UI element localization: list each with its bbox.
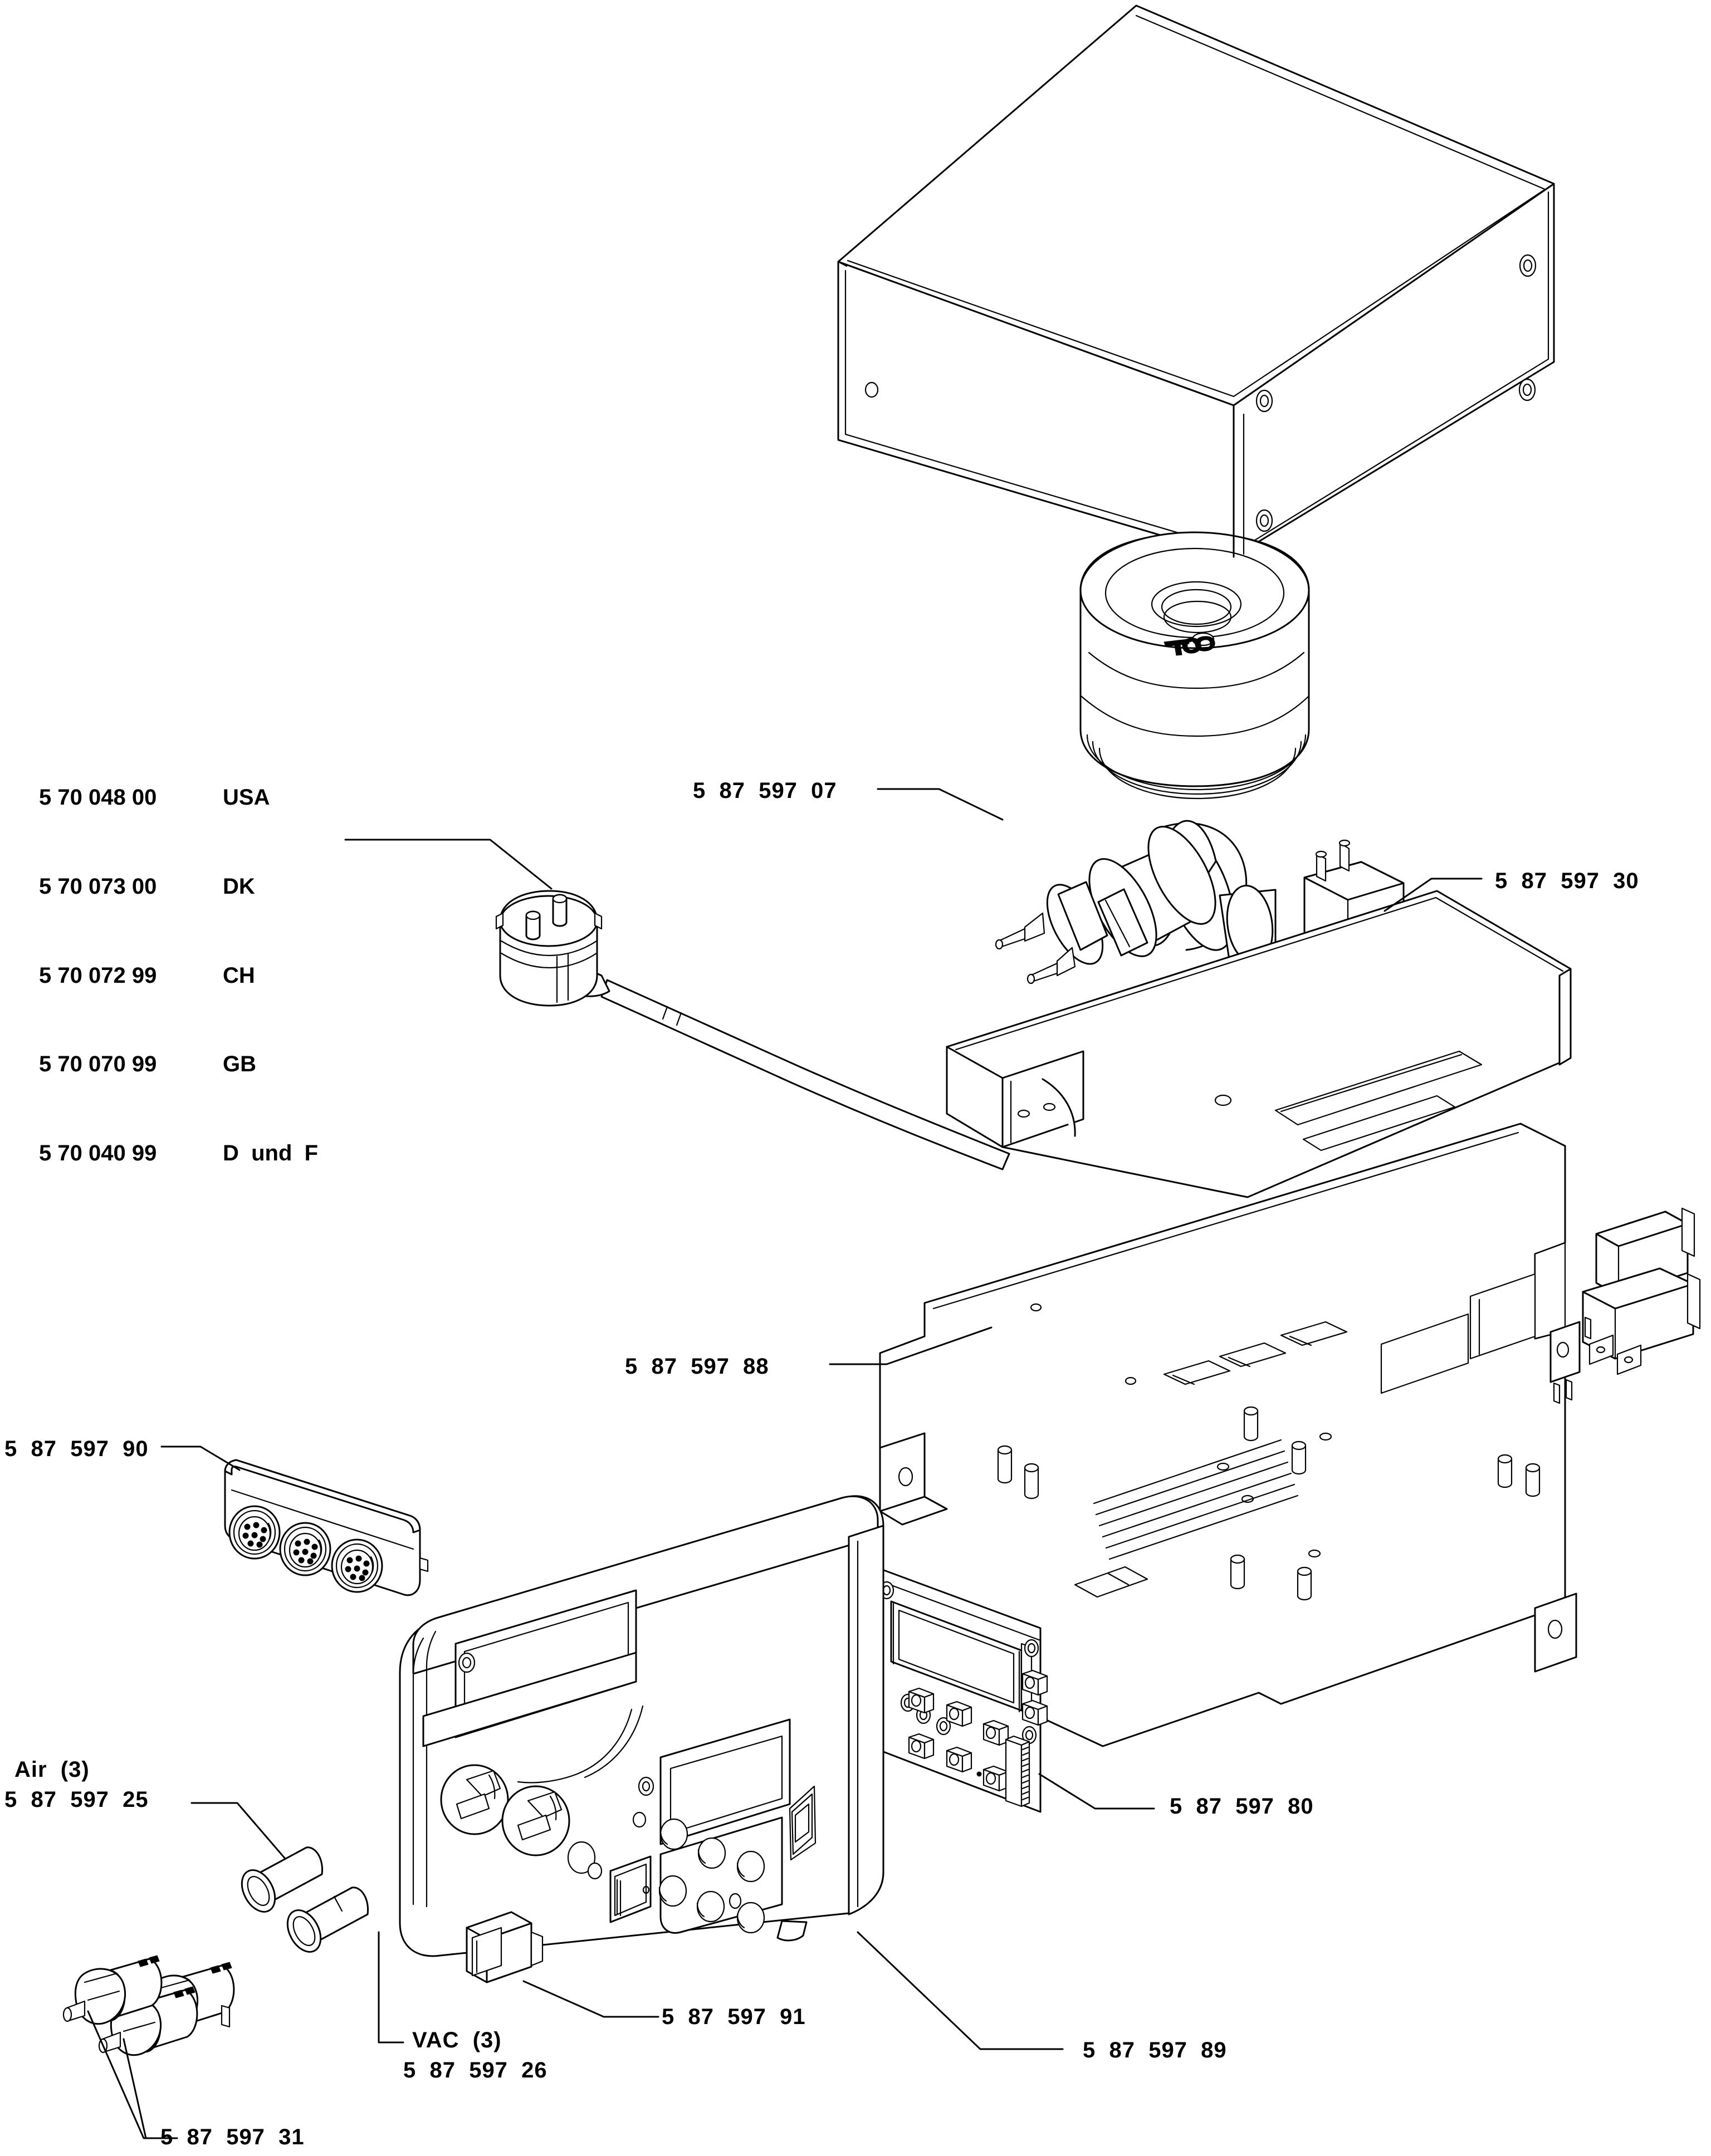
chassis-base-plate bbox=[879, 1123, 1577, 1747]
leader-motor bbox=[877, 788, 1004, 821]
board-connector-pads bbox=[1163, 1321, 1348, 1385]
transformer-logo bbox=[1164, 636, 1215, 656]
tactile-switches-5 bbox=[982, 1719, 1009, 1746]
tube-upper bbox=[241, 1846, 324, 1913]
panel-buttons bbox=[658, 1818, 765, 1934]
rocker-switch bbox=[466, 1911, 544, 1983]
leader-front-panel bbox=[857, 1931, 1064, 2050]
callout-front-panel: 5 87 597 89 bbox=[1083, 2038, 1227, 2062]
tactile-switches-7 bbox=[1021, 1669, 1048, 1696]
leader-connector-panel bbox=[160, 1445, 241, 1471]
knob-right bbox=[501, 1785, 570, 1856]
air-tubes bbox=[241, 1846, 369, 1953]
caption-vac: VAC (3) bbox=[412, 2028, 502, 2052]
valve-bodies bbox=[62, 1955, 235, 2056]
din-socket-3 bbox=[331, 1538, 383, 1593]
motor-port-lower bbox=[1026, 947, 1076, 984]
display-pcb bbox=[868, 1564, 1048, 1813]
table-row: 5 70 073 00 DK bbox=[39, 872, 318, 901]
callout-valve-block: 5 87 597 30 bbox=[1495, 869, 1639, 893]
part-region: DK bbox=[223, 874, 255, 899]
din-socket-2 bbox=[279, 1522, 331, 1576]
table-row: 5 70 048 00 USA bbox=[39, 783, 318, 812]
leader-plug bbox=[344, 839, 553, 890]
callout-display-pcb: 5 87 597 80 bbox=[1170, 1794, 1314, 1819]
relay-modules bbox=[1549, 1207, 1701, 1404]
tactile-switches-2 bbox=[908, 1733, 935, 1760]
callout-base-plate: 5 87 597 88 bbox=[625, 1354, 769, 1379]
part-number: 5 70 073 00 bbox=[39, 874, 157, 899]
compressor-motor bbox=[995, 820, 1277, 984]
motor-port-upper bbox=[995, 912, 1045, 950]
tactile-switches-3 bbox=[946, 1701, 972, 1727]
callout-valves: 5 87 597 31 bbox=[160, 2125, 305, 2149]
toroidal-transformer bbox=[1079, 404, 1310, 800]
motor-mounting-plate bbox=[946, 890, 1572, 1198]
callout-connector-panel: 5 87 597 90 bbox=[4, 1437, 149, 1461]
table-row: 5 70 070 99 GB bbox=[39, 1050, 318, 1079]
ventilation-slots bbox=[1093, 1439, 1299, 1560]
leader-valves-2 bbox=[123, 2038, 147, 2139]
callout-vac-tubes: 5 87 597 26 bbox=[403, 2058, 547, 2082]
table-row: 5 70 040 99 D und F bbox=[39, 1139, 318, 1168]
tactile-switches-8 bbox=[1021, 1699, 1048, 1726]
valve-1 bbox=[62, 1955, 163, 2025]
callout-air-tubes: 5 87 597 25 bbox=[4, 1787, 149, 1812]
tube-lower bbox=[286, 1886, 369, 1953]
part-number: 5 70 070 99 bbox=[39, 1052, 157, 1077]
part-number: 5 70 072 99 bbox=[39, 963, 157, 988]
din-connector-panel bbox=[224, 1459, 429, 1596]
callout-motor-pump: 5 87 597 07 bbox=[693, 778, 837, 803]
cover-housing bbox=[837, 4, 1555, 558]
leader-vac-tubes bbox=[378, 1931, 404, 2044]
leader-display-pcb bbox=[1038, 1773, 1155, 1810]
part-number: 5 70 048 00 bbox=[39, 785, 157, 810]
front-panel-bezel bbox=[399, 1495, 884, 1957]
callout-rocker-switch: 5 87 597 91 bbox=[662, 2005, 806, 2029]
tactile-switches-4 bbox=[946, 1746, 972, 1773]
leader-rocker-switch bbox=[522, 1980, 659, 2018]
mains-cable-with-plug bbox=[495, 890, 1010, 1170]
part-number: 5 70 040 99 bbox=[39, 1140, 157, 1165]
leader-valve-block bbox=[1384, 878, 1483, 912]
part-region: GB bbox=[223, 1052, 256, 1077]
tactile-switches bbox=[908, 1687, 935, 1714]
part-number-table: 5 70 048 00 USA 5 70 073 00 DK 5 70 072 99… bbox=[39, 724, 318, 1198]
leader-base-plate bbox=[829, 1326, 993, 1365]
part-region: D und F bbox=[223, 1140, 319, 1165]
knob-left bbox=[440, 1764, 509, 1835]
pin-header bbox=[1005, 1735, 1030, 1807]
part-region: CH bbox=[223, 963, 255, 988]
caption-air: Air (3) bbox=[14, 1757, 90, 1782]
standoff-posts bbox=[997, 1406, 1541, 1601]
table-row: 5 70 072 99 CH bbox=[39, 961, 318, 991]
leader-air-tubes bbox=[190, 1802, 286, 1860]
leader-valves-1 bbox=[87, 2010, 178, 2139]
tactile-switches-6 bbox=[982, 1765, 1009, 1792]
part-region: USA bbox=[223, 785, 270, 810]
din-socket-1 bbox=[228, 1505, 281, 1560]
